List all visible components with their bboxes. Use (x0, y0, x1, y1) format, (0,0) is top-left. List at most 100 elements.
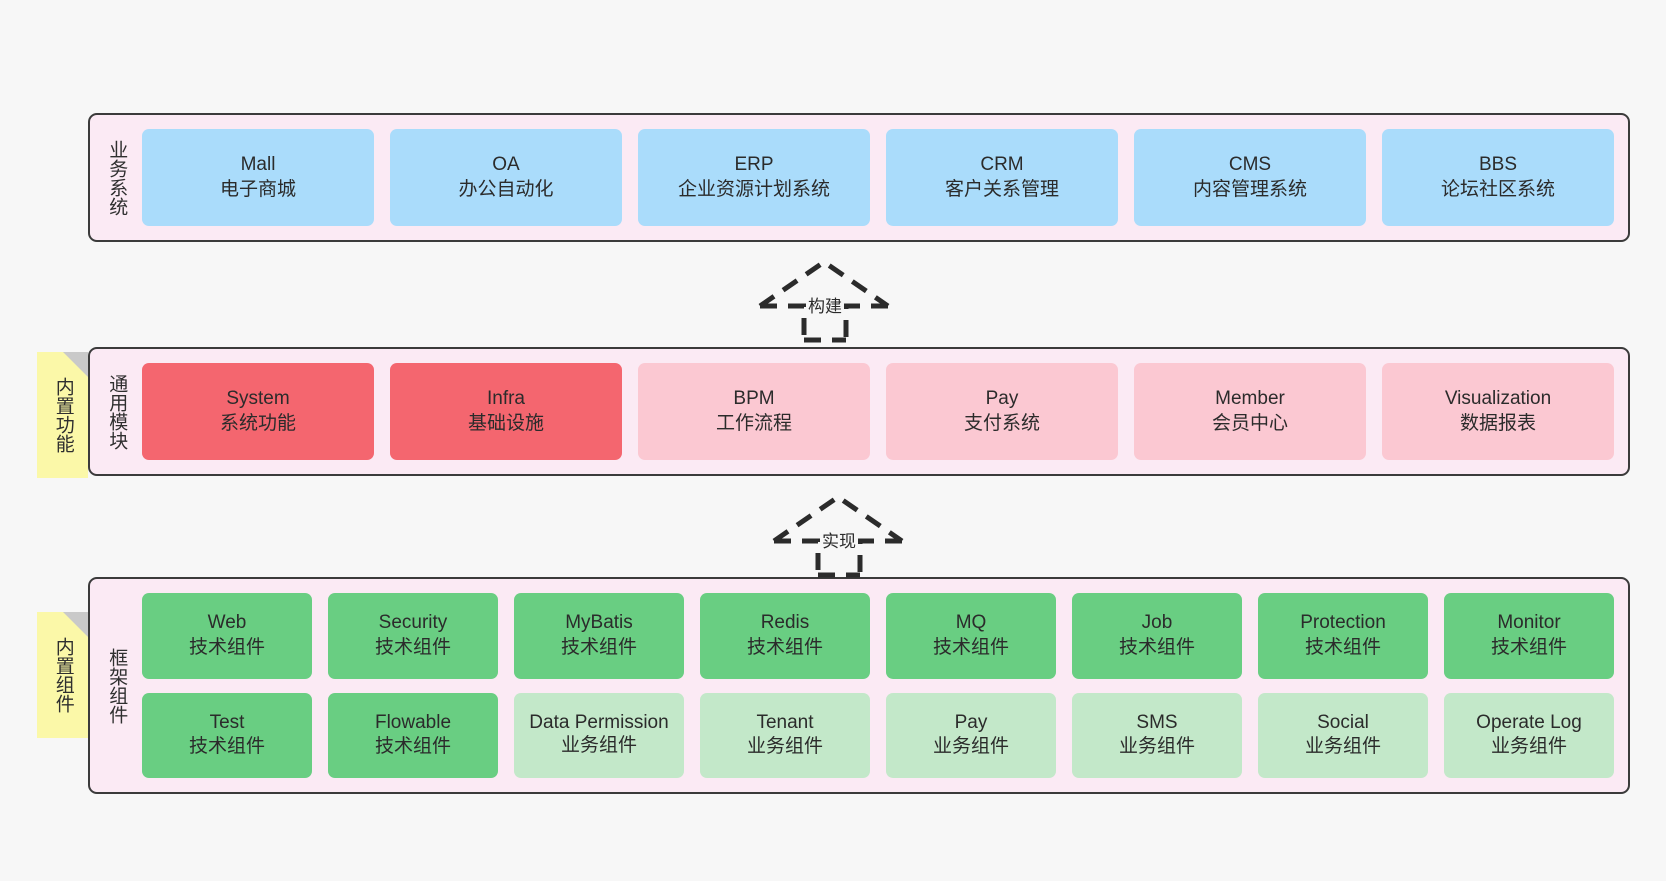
card-test[interactable]: Test 技术组件 (142, 692, 312, 778)
layer-panel-framework-component: 框架组件 Web 技术组件 Security 技术组件 MyBatis 技术组件… (88, 577, 1630, 794)
card-title-cn: 业务组件 (746, 736, 823, 758)
build-arrow-left-shaft (760, 303, 807, 340)
card-oa[interactable]: OA 办公自动化 (390, 129, 622, 226)
layer-title-framework-component: 框架组件 (106, 647, 128, 724)
card-title-cn: 技术组件 (1304, 636, 1381, 658)
card-title-en: Data Permission (529, 712, 669, 734)
card-title-cn: 系统功能 (219, 412, 296, 434)
card-title-en: ERP (734, 153, 774, 175)
sticky-note-label: 内置功能 (52, 377, 74, 453)
card-infra[interactable]: Infra 基础设施 (390, 363, 622, 460)
implement-arrow-right-shaft (857, 538, 902, 575)
card-web[interactable]: Web 技术组件 (142, 593, 312, 679)
card-title-cn: 业务组件 (932, 736, 1009, 758)
note-fold-corner-icon (63, 352, 88, 377)
card-title-en: Redis (760, 612, 810, 634)
card-cms[interactable]: CMS 内容管理系统 (1134, 129, 1366, 226)
connector-build-label: 构建 (806, 292, 844, 317)
framework-row-tech: Web 技术组件 Security 技术组件 MyBatis 技术组件 Redi… (142, 593, 1614, 679)
connector-build: 构建 (758, 256, 898, 343)
card-tenant[interactable]: Tenant 业务组件 (700, 692, 870, 778)
build-arrow-right-shaft (843, 303, 888, 340)
card-title-en: BPM (733, 387, 775, 409)
card-data-permission[interactable]: Data Permission 业务组件 (514, 692, 684, 778)
card-title-en: System (226, 387, 290, 409)
card-title-en: OA (492, 153, 520, 175)
card-security[interactable]: Security 技术组件 (328, 593, 498, 679)
card-title-en: Pay (954, 711, 988, 733)
card-title-cn: 业务组件 (560, 735, 637, 757)
card-bbs[interactable]: BBS 论坛社区系统 (1382, 129, 1614, 226)
card-title-en: MyBatis (565, 612, 633, 634)
card-title-en: SMS (1136, 711, 1178, 733)
card-monitor[interactable]: Monitor 技术组件 (1444, 593, 1614, 679)
card-title-en: Visualization (1444, 387, 1552, 409)
card-title-en: Tenant (756, 711, 814, 733)
sticky-note-builtin-components: 内置组件 (37, 612, 88, 738)
card-bpm[interactable]: BPM 工作流程 (638, 363, 870, 460)
card-mybatis[interactable]: MyBatis 技术组件 (514, 593, 684, 679)
card-title-en: Monitor (1497, 612, 1561, 634)
card-title-cn: 业务组件 (1490, 736, 1567, 758)
card-system[interactable]: System 系统功能 (142, 363, 374, 460)
layer-panel-common-module: 通用模块 System 系统功能 Infra 基础设施 BPM 工作流程 Pay… (88, 347, 1630, 476)
connector-implement: 实现 (772, 491, 912, 578)
card-title-en: Pay (985, 387, 1019, 409)
card-title-en: Flowable (374, 711, 452, 733)
framework-row-business: Test 技术组件 Flowable 技术组件 Data Permission … (142, 692, 1614, 778)
card-title-cn: 业务组件 (1304, 736, 1381, 758)
card-job[interactable]: Job 技术组件 (1072, 593, 1242, 679)
card-title-cn: 技术组件 (1490, 636, 1567, 658)
card-title-en: Social (1317, 711, 1369, 733)
connector-implement-label: 实现 (820, 527, 858, 552)
card-redis[interactable]: Redis 技术组件 (700, 593, 870, 679)
card-title-cn: 内容管理系统 (1192, 178, 1307, 200)
card-pay-component[interactable]: Pay 业务组件 (886, 692, 1056, 778)
note-fold-corner-icon (63, 612, 88, 637)
card-title-cn: 支付系统 (963, 412, 1040, 434)
card-protection[interactable]: Protection 技术组件 (1258, 593, 1428, 679)
card-title-cn: 技术组件 (374, 736, 451, 758)
card-title-cn: 业务组件 (1118, 736, 1195, 758)
card-title-en: Protection (1300, 612, 1386, 634)
card-title-en: BBS (1478, 153, 1518, 175)
card-title-en: Member (1215, 387, 1285, 409)
layer-body-framework-component: Web 技术组件 Security 技术组件 MyBatis 技术组件 Redi… (142, 579, 1628, 792)
card-flowable[interactable]: Flowable 技术组件 (328, 692, 498, 778)
layer-body-common-module: System 系统功能 Infra 基础设施 BPM 工作流程 Pay 支付系统… (142, 349, 1628, 474)
card-title-en: CMS (1228, 153, 1272, 175)
card-pay-module[interactable]: Pay 支付系统 (886, 363, 1118, 460)
card-title-cn: 技术组件 (932, 636, 1009, 658)
card-mq[interactable]: MQ 技术组件 (886, 593, 1056, 679)
card-title-cn: 技术组件 (374, 636, 451, 658)
card-title-cn: 技术组件 (560, 636, 637, 658)
card-title-cn: 办公自动化 (458, 178, 554, 200)
card-title-cn: 技术组件 (746, 636, 823, 658)
card-title-en: Mall (240, 153, 276, 175)
card-title-en: Security (378, 612, 448, 634)
card-mall[interactable]: Mall 电子商城 (142, 129, 374, 226)
layer-panel-business-system: 业务系统 Mall 电子商城 OA 办公自动化 ERP 企业资源计划系统 CRM… (88, 113, 1630, 242)
card-title-en: Web (207, 612, 247, 634)
card-title-cn: 会员中心 (1211, 412, 1288, 434)
card-member[interactable]: Member 会员中心 (1134, 363, 1366, 460)
card-title-cn: 工作流程 (715, 412, 792, 434)
card-title-cn: 电子商城 (219, 178, 296, 200)
card-title-cn: 基础设施 (467, 412, 544, 434)
card-title-en: Operate Log (1476, 711, 1582, 733)
card-title-cn: 数据报表 (1459, 412, 1536, 434)
sticky-note-builtin-features: 内置功能 (37, 352, 88, 478)
layer-title-business-system: 业务系统 (106, 139, 128, 216)
card-visualization[interactable]: Visualization 数据报表 (1382, 363, 1614, 460)
card-operate-log[interactable]: Operate Log 业务组件 (1444, 692, 1614, 778)
card-erp[interactable]: ERP 企业资源计划系统 (638, 129, 870, 226)
card-title-cn: 企业资源计划系统 (677, 178, 830, 200)
card-title-cn: 技术组件 (188, 636, 265, 658)
implement-arrow-left-shaft (774, 538, 821, 575)
card-title-en: Infra (486, 387, 526, 409)
card-social[interactable]: Social 业务组件 (1258, 692, 1428, 778)
card-sms[interactable]: SMS 业务组件 (1072, 692, 1242, 778)
card-crm[interactable]: CRM 客户关系管理 (886, 129, 1118, 226)
card-title-cn: 客户关系管理 (944, 178, 1059, 200)
